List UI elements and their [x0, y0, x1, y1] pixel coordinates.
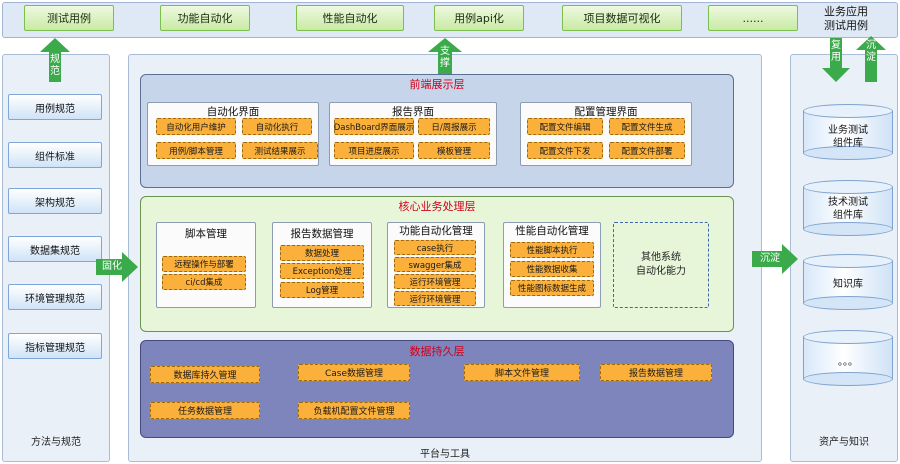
group-config-ui-title: 配置管理界面 — [574, 106, 638, 118]
other-systems-text: 其他系统 自动化能力 — [636, 252, 686, 277]
assets-column-footer: 资产与知识 — [819, 437, 869, 448]
item-automation-user: 自动化用户维护 — [156, 118, 236, 135]
item-report-data: 报告数据管理 — [600, 364, 712, 381]
arrow-up-settle-label: 沉 淀 — [866, 40, 876, 63]
arrow-down-reuse — [822, 38, 850, 82]
item-progress: 项目进度展示 — [334, 142, 414, 159]
cylinder-tech-components: 技术测试 组件库 — [803, 180, 893, 236]
item-automation-run: 自动化执行 — [242, 118, 312, 135]
data-layer-title: 数据持久层 — [409, 345, 465, 358]
data-layer — [140, 340, 734, 438]
top-item-more: ...... — [708, 5, 798, 31]
arrow-right-settle — [752, 244, 798, 274]
item-load-config: 负载机配置文件管理 — [298, 402, 410, 419]
standard-architecture: 架构规范 — [8, 188, 102, 214]
item-case-data: Case数据管理 — [298, 364, 410, 381]
group-performance-automation-title: 性能自动化管理 — [515, 225, 589, 237]
cylinder-more: 。。。 — [803, 330, 893, 386]
arrow-right-solidify-label: 固化 — [102, 261, 122, 272]
item-log: Log管理 — [280, 282, 364, 298]
methods-column-footer: 方法与规范 — [31, 437, 81, 448]
arrow-right-settle-label: 沉淀 — [760, 253, 780, 264]
item-config-deploy: 配置文件部署 — [609, 142, 685, 159]
top-item-case-api: 用例api化 — [434, 5, 524, 31]
item-db-persist: 数据库持久管理 — [150, 366, 260, 383]
item-perf-script: 性能脚本执行 — [510, 242, 594, 258]
item-config-edit: 配置文件编辑 — [527, 118, 603, 135]
cylinder-knowledge-base-label: 知识库 — [833, 279, 863, 290]
group-script-mgmt-title: 脚本管理 — [185, 228, 227, 240]
item-env-mgmt-1: 运行环境管理 — [394, 274, 476, 289]
top-item-performance-automation: 性能自动化 — [296, 5, 404, 31]
standard-component: 组件标准 — [8, 142, 102, 168]
top-right-label-text: 业务应用 测试用例 — [824, 5, 868, 32]
item-perf-chart: 性能图标数据生成 — [510, 280, 594, 296]
item-env-mgmt-2: 运行环境管理 — [394, 291, 476, 306]
item-case-script-mgmt: 用例/脚本管理 — [156, 142, 236, 159]
standard-dataset: 数据集规范 — [8, 236, 102, 262]
top-item-test-cases: 测试用例 — [24, 5, 114, 31]
platform-column-footer: 平台与工具 — [420, 449, 470, 460]
standard-environment: 环境管理规范 — [8, 284, 102, 310]
item-result-display: 测试结果展示 — [242, 142, 318, 159]
item-config-distribute: 配置文件下发 — [527, 142, 603, 159]
item-exception: Exception处理 — [280, 263, 364, 279]
item-task-data: 任务数据管理 — [150, 402, 260, 419]
cylinder-knowledge-base: 知识库 — [803, 254, 893, 310]
item-perf-collect: 性能数据收集 — [510, 261, 594, 277]
arrow-up-guide-label: 规 范 — [50, 54, 60, 77]
top-right-label: 业务应用 测试用例 — [800, 5, 892, 33]
standard-metrics: 指标管理规范 — [8, 333, 102, 359]
cylinder-tech-components-label: 技术测试 组件库 — [828, 197, 868, 221]
item-config-generate: 配置文件生成 — [609, 118, 685, 135]
top-item-data-visualization: 项目数据可视化 — [562, 5, 682, 31]
arrow-up-support-label: 支 撑 — [440, 46, 450, 69]
group-report-ui-title: 报告界面 — [392, 106, 434, 118]
arrow-right-solidify — [96, 252, 138, 282]
cylinder-business-components-label: 业务测试 组件库 — [828, 125, 868, 149]
arrow-up-settle — [856, 36, 886, 82]
item-script-file: 脚本文件管理 — [464, 364, 580, 381]
group-report-data-title: 报告数据管理 — [290, 228, 354, 240]
item-case-execute: case执行 — [394, 240, 476, 255]
core-layer-title: 核心业务处理层 — [398, 200, 476, 213]
item-data-processing: 数据处理 — [280, 245, 364, 261]
standard-case-spec: 用例规范 — [8, 94, 102, 120]
top-item-functional-automation: 功能自动化 — [160, 5, 250, 31]
cylinder-more-label: 。。。 — [838, 357, 858, 368]
item-cicd: ci/cd集成 — [162, 274, 246, 290]
arrow-down-reuse-label: 复 用 — [831, 40, 841, 63]
item-remote-deploy: 远程操作与部署 — [162, 256, 246, 272]
item-dashboard: DashBoard界面展示 — [334, 118, 414, 135]
cylinder-business-components: 业务测试 组件库 — [803, 104, 893, 160]
arrow-up-support — [428, 38, 462, 74]
group-automation-ui-title: 自动化界面 — [206, 106, 260, 118]
item-daily-weekly: 日/周报展示 — [418, 118, 490, 135]
other-systems-box: 其他系统 自动化能力 — [613, 222, 709, 308]
arrow-up-guide — [40, 38, 70, 82]
item-template: 模板管理 — [418, 142, 490, 159]
frontend-layer-title: 前端展示层 — [409, 78, 465, 91]
item-swagger: swagger集成 — [394, 257, 476, 272]
group-functional-automation-title: 功能自动化管理 — [399, 225, 473, 237]
